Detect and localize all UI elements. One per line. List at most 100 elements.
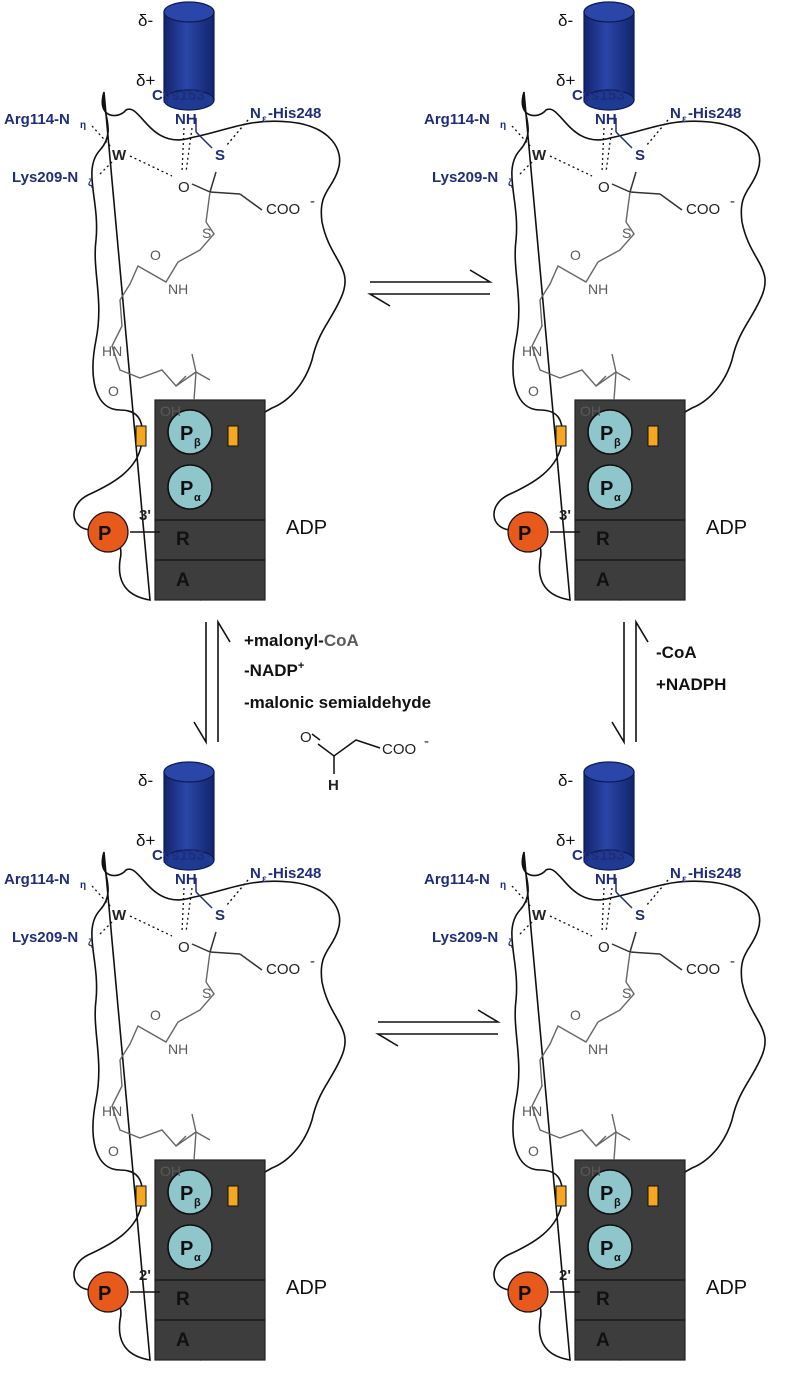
delta-plus: δ+ [136, 71, 155, 90]
ribose-label: R [596, 1289, 610, 1310]
water-label: W [112, 147, 127, 164]
delta-plus: δ+ [556, 71, 575, 90]
p-alpha-sub: α [194, 1252, 201, 1264]
amide-nh: NH [168, 281, 188, 297]
panel-top-right: P β P α R A P 3' ADP δ- δ+ Cys153 NH S N… [424, 1, 766, 601]
delta-plus: δ+ [136, 831, 155, 850]
phosphate-orange-label: P [518, 523, 531, 545]
p-alpha-circle [167, 1224, 213, 1270]
delta-minus: δ- [558, 11, 573, 30]
adenine-label: A [596, 570, 610, 591]
adp-label: ADP [286, 1277, 327, 1299]
arg-label: Arg114-N [424, 871, 490, 888]
p-alpha-sub: α [614, 1252, 621, 1264]
his-label: -His248 [688, 865, 741, 882]
lower-o: O [528, 383, 539, 399]
p-alpha-label: P [180, 478, 193, 500]
hydroxyl-oh: OH [580, 1163, 601, 1179]
right-tab [227, 425, 239, 447]
amide-nh: NH [588, 1041, 608, 1057]
water-label: W [532, 147, 547, 164]
his-n-sub: ε [682, 874, 687, 885]
lys-label: Lys209-N [12, 169, 78, 186]
p-beta-sub: β [614, 1197, 621, 1209]
sulfur-label: S [215, 907, 225, 924]
carboxylate-label: COO [266, 961, 300, 978]
cys-label: Cys153 [152, 847, 205, 864]
p-beta-sub: β [614, 437, 621, 449]
left-tab [555, 425, 567, 447]
arg-sub: η [80, 120, 86, 131]
p-alpha-sub: α [194, 492, 201, 504]
amide-hn: HN [102, 343, 122, 359]
p-beta-circle [587, 409, 633, 455]
p-alpha-circle [167, 464, 213, 510]
sulfur-label: S [215, 147, 225, 164]
ribose-label: R [596, 529, 610, 550]
enzyme-panel: P β P α R A P 3' ADP δ- δ+ Cys153 NH S N… [424, 1, 766, 601]
hydroxyl-oh: OH [580, 403, 601, 419]
enzyme-panel: P β P α R A P 3' ADP δ- δ+ Cys153 NH S N… [4, 1, 346, 601]
phosphate-orange-label: P [518, 1283, 531, 1305]
p-beta-sub: β [194, 437, 201, 449]
position-label: 3' [139, 507, 151, 524]
lys-label: Lys209-N [432, 929, 498, 946]
cys-label: Cys153 [572, 87, 625, 104]
his-label: -His248 [688, 105, 741, 122]
carboxylate-label: COO [686, 201, 720, 218]
cys-label: Cys153 [152, 87, 205, 104]
lower-o: O [108, 1143, 119, 1159]
equilibrium-arrow-right [611, 619, 649, 745]
his-n: N [250, 105, 261, 122]
thioester-s: S [202, 985, 211, 1001]
lys-sub: ζ [88, 178, 93, 189]
alpha-helix [583, 771, 635, 861]
pantetheine-arm [111, 191, 215, 388]
his-n: N [670, 865, 681, 882]
panel-top-left: P β P α R A P 3' ADP δ- δ+ Cys153 NH S N… [4, 1, 346, 601]
cond-left-1: +malonyl-CoA [244, 631, 359, 650]
p-beta-circle [587, 1169, 633, 1215]
alpha-helix [163, 11, 215, 101]
lys-sub: ζ [88, 938, 93, 949]
nh-label: NH [595, 871, 617, 888]
amide-o: O [150, 247, 161, 263]
thioester-s: S [622, 985, 631, 1001]
phosphate-orange [507, 511, 549, 553]
ms-hydrogen: H [328, 777, 339, 794]
adenine-label: A [596, 1330, 610, 1351]
phosphate-orange-label: P [98, 523, 111, 545]
his-label: -His248 [268, 105, 321, 122]
enzyme-panel: P β P α R A P 2' ADP δ- δ+ Cys153 NH S N… [4, 761, 346, 1361]
position-label: 2' [559, 1267, 571, 1284]
carboxylate-label: COO [266, 201, 300, 218]
delta-minus: δ- [138, 11, 153, 30]
adenine-label: A [176, 1330, 190, 1351]
phosphate-orange [87, 1271, 129, 1313]
nh-label: NH [175, 871, 197, 888]
amide-nh: NH [588, 281, 608, 297]
equilibrium-arrow-top [367, 269, 493, 307]
equilibrium-arrow-left [193, 619, 231, 745]
adenine-label: A [176, 570, 190, 591]
his-n-sub: ε [262, 114, 267, 125]
sulfur-label: S [635, 907, 645, 924]
arg-sub: η [80, 880, 86, 891]
lys-label: Lys209-N [432, 169, 498, 186]
arg-sub: η [500, 880, 506, 891]
arg-sub: η [500, 120, 506, 131]
p-beta-circle [167, 1169, 213, 1215]
p-beta-label: P [180, 423, 193, 445]
p-beta-sub: β [194, 1197, 201, 1209]
arg-label: Arg114-N [4, 871, 70, 888]
oxygen-label: O [598, 939, 610, 956]
p-alpha-label: P [600, 1238, 613, 1260]
carboxylate-charge: - [730, 193, 735, 210]
ribose-label: R [176, 529, 190, 550]
pantetheine-arm [531, 191, 635, 388]
his-n-sub: ε [262, 874, 267, 885]
lys-sub: ζ [508, 178, 513, 189]
panel-bottom-left: P β P α R A P 2' ADP δ- δ+ Cys153 NH S N… [4, 761, 346, 1361]
ms-charge: - [424, 733, 429, 750]
